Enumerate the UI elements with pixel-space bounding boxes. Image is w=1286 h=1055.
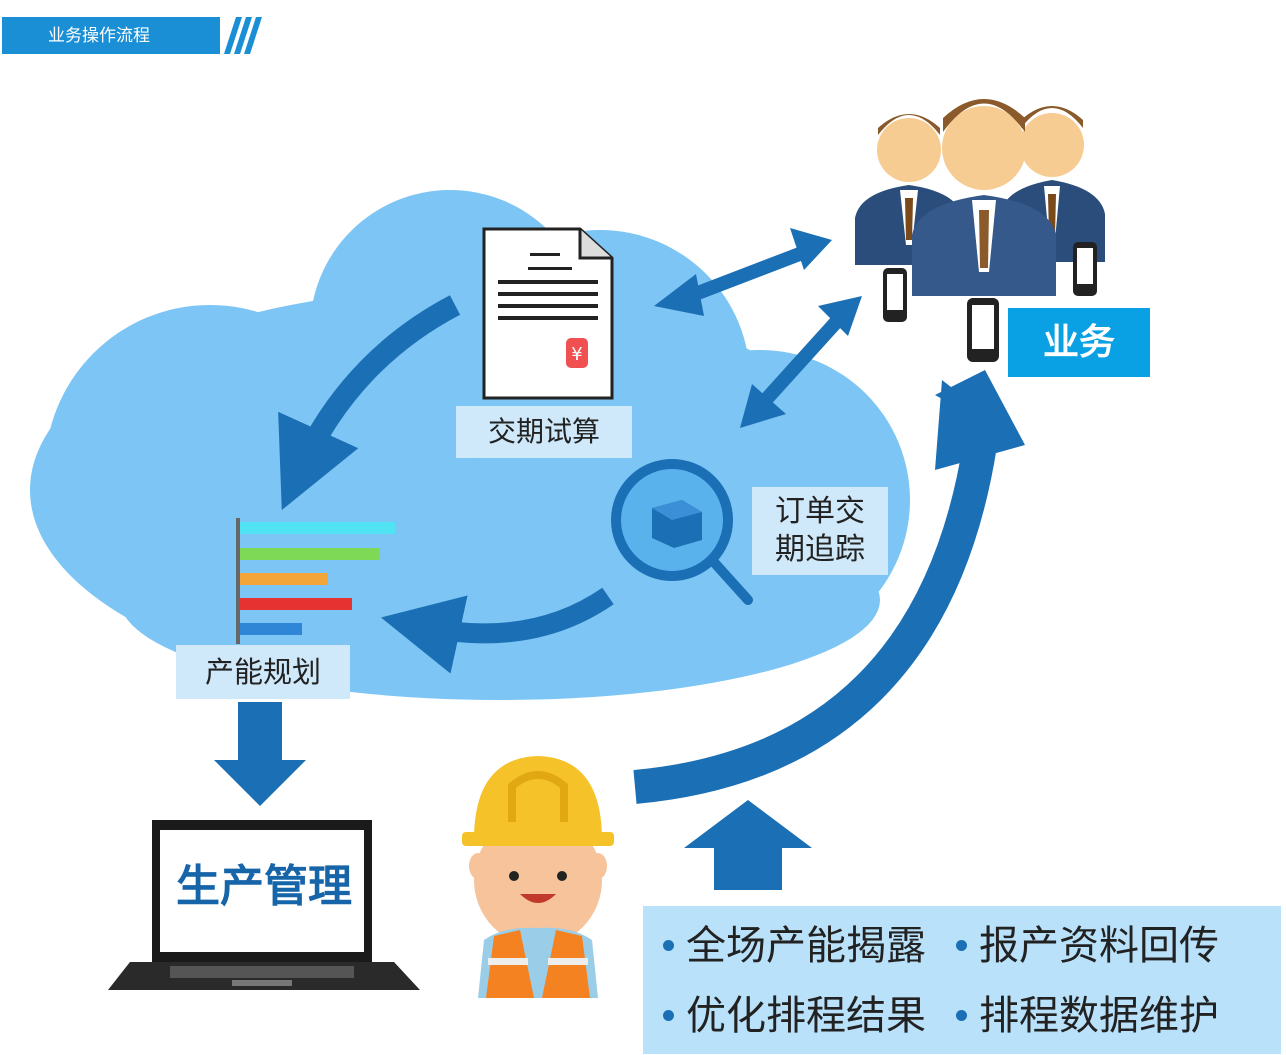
phone-icon <box>883 242 1097 362</box>
arrow-bullets-up <box>684 800 812 890</box>
laptop-icon <box>108 820 420 990</box>
arrowhead <box>935 380 1025 470</box>
arrowhead <box>935 370 1025 445</box>
arrowhead <box>790 228 832 270</box>
worker-icon <box>462 756 614 998</box>
double-arrow-tracking-business <box>756 315 844 409</box>
order-tracking-label: 订单交期追踪 <box>752 487 888 575</box>
production-management-label: 生产管理 <box>176 861 352 912</box>
arrowhead <box>818 296 862 336</box>
document-icon: ¥ <box>482 227 614 400</box>
people-icon <box>855 99 1105 296</box>
business-label: 业务 <box>1008 308 1150 377</box>
currency-symbol: ¥ <box>571 344 582 365</box>
magnifier-icon <box>611 459 753 605</box>
bullet-dot-icon <box>663 939 674 951</box>
feature-item: 排程数据维护 <box>956 992 1219 1040</box>
delivery-calc-label: 交期试算 <box>456 406 632 458</box>
double-arrow-doc-business <box>687 243 813 303</box>
arrowhead <box>740 384 786 428</box>
feature-item: 优化排程结果 <box>663 992 926 1040</box>
feature-item: 全场产能揭露 <box>663 922 926 970</box>
bullet-dot-icon <box>663 1009 674 1021</box>
bar-chart-icon <box>236 518 395 644</box>
feature-item: 报产资料回传 <box>956 922 1219 970</box>
arrow-worker-to-business <box>633 442 997 804</box>
features-box: 全场产能揭露 报产资料回传 优化排程结果 排程数据维护 <box>643 906 1281 1054</box>
capacity-planning-label: 产能规划 <box>176 645 350 699</box>
arrow-doc-to-capacity <box>278 295 461 511</box>
arrowhead <box>654 274 704 316</box>
header-slashes <box>224 17 262 54</box>
bullet-dot-icon <box>956 939 967 951</box>
bullet-dot-icon <box>956 1009 967 1021</box>
arrow-capacity-down <box>214 702 306 806</box>
arrow-tracking-to-capacity <box>380 587 614 674</box>
header-bar <box>2 17 220 54</box>
page-title: 业务操作流程 <box>48 26 150 46</box>
